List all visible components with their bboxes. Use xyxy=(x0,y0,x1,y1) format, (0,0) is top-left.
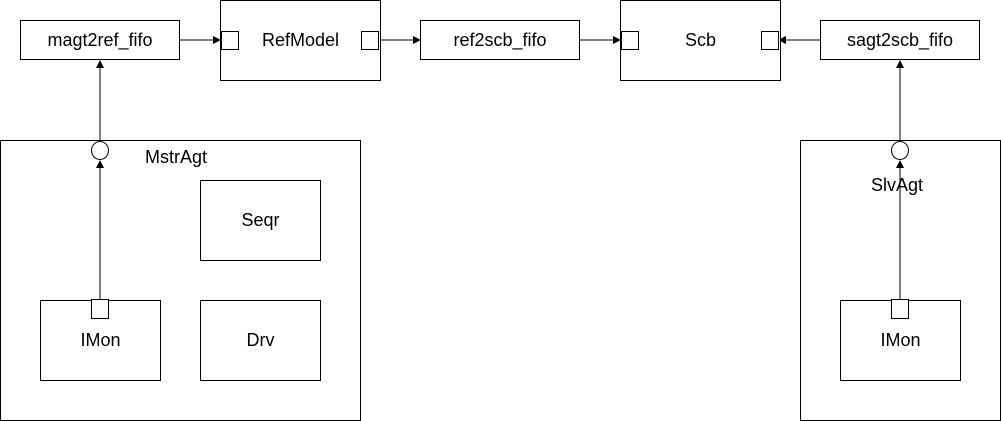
sagt2scb-fifo-block[interactable]: sagt2scb_fifo xyxy=(820,20,980,60)
refmodel-input-port xyxy=(221,31,239,50)
refmodel-block[interactable]: RefModel xyxy=(220,0,381,81)
refmodel-label: RefModel xyxy=(261,30,340,50)
slave-agent-export-port xyxy=(891,141,909,160)
sagt2scb-fifo-label: sagt2scb_fifo xyxy=(846,29,954,50)
scb-right-port xyxy=(761,31,779,50)
slave-agent-title: SlvAgt xyxy=(871,175,924,195)
magt2ref-fifo-block[interactable]: magt2ref_fifo xyxy=(20,20,180,60)
scb-left-port xyxy=(621,31,639,50)
scb-label: Scb xyxy=(684,30,717,50)
slave-imon-label: IMon xyxy=(880,330,921,350)
master-seqr-label: Seqr xyxy=(241,210,280,230)
master-seqr-block[interactable]: Seqr xyxy=(200,180,321,261)
master-agent-export-port xyxy=(91,141,109,160)
master-drv-block[interactable]: Drv xyxy=(200,300,321,381)
refmodel-output-port xyxy=(361,31,379,50)
scb-block[interactable]: Scb xyxy=(620,0,781,81)
slave-imon-port xyxy=(891,299,909,319)
master-imon-label: IMon xyxy=(80,330,121,350)
master-imon-port xyxy=(91,299,109,319)
master-drv-label: Drv xyxy=(246,330,275,350)
ref2scb-fifo-block[interactable]: ref2scb_fifo xyxy=(420,20,580,60)
ref2scb-fifo-label: ref2scb_fifo xyxy=(453,29,547,50)
master-agent-title: MstrAgt xyxy=(145,147,208,167)
magt2ref-fifo-label: magt2ref_fifo xyxy=(47,29,153,50)
